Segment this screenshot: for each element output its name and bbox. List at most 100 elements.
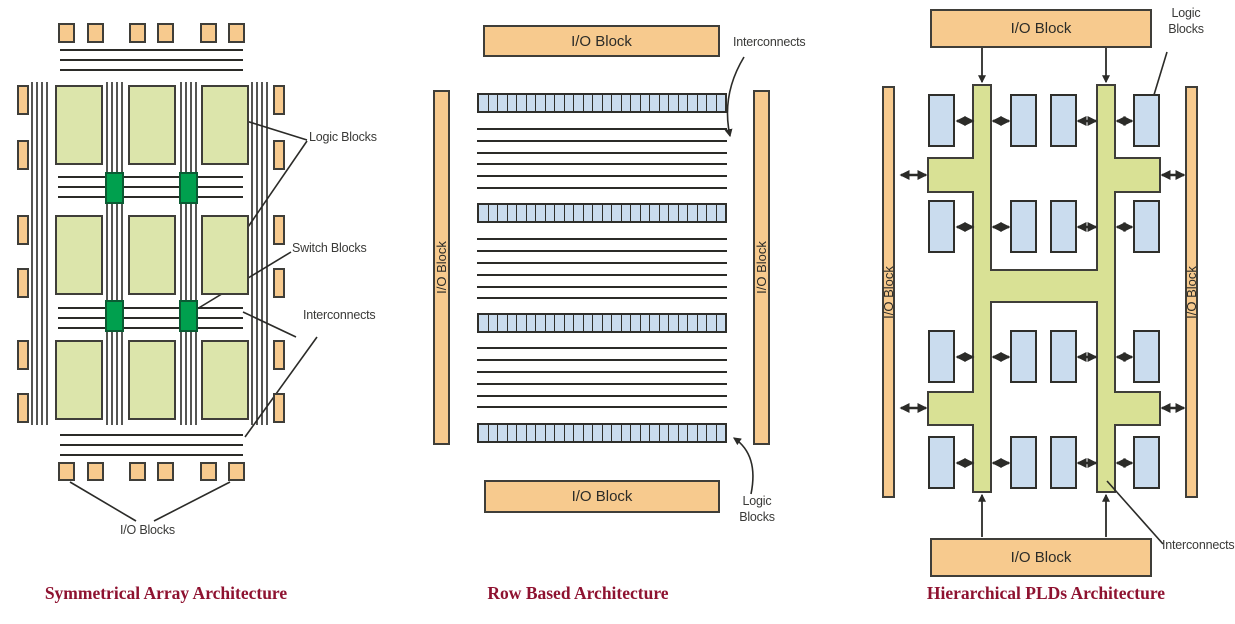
mid-logic-cell	[554, 425, 564, 441]
mid-io-block-left: I/O Block	[433, 90, 450, 445]
mid-logic-cell	[687, 315, 697, 331]
right-logic-block-r2c3	[1050, 200, 1077, 253]
mid-logic-cell	[506, 425, 517, 441]
mid-logic-cell	[658, 315, 669, 331]
right-io-block-bottom-label: I/O Block	[1010, 549, 1072, 566]
mid-logic-cell	[535, 315, 545, 331]
mid-logic-cell	[516, 95, 526, 111]
mid-logic-cell	[639, 205, 650, 221]
left-side-io-right-6	[273, 393, 285, 423]
left-io-square-bottom-6	[228, 462, 245, 481]
left-side-io-right-5	[273, 340, 285, 370]
mid-logic-cell	[715, 205, 726, 221]
left-side-io-right-3	[273, 215, 285, 245]
mid-logic-cell	[544, 425, 555, 441]
mid-logic-cell	[516, 205, 526, 221]
right-logic-block-r4c3	[1050, 436, 1077, 489]
left-logic-block-r2c3	[201, 215, 249, 295]
left-io-square-bottom-1	[58, 462, 75, 481]
mid-logic-cell	[479, 205, 488, 221]
mid-logic-cell	[506, 315, 517, 331]
mid-logic-cell	[620, 205, 631, 221]
mid-logic-cell	[620, 95, 631, 111]
mid-logic-cell	[535, 205, 545, 221]
right-logic-block-r1c1	[928, 94, 955, 147]
left-switch-blocks-label: Switch Blocks	[292, 241, 367, 255]
right-io-block-bottom: I/O Block	[930, 538, 1152, 577]
right-logic-block-r3c4	[1133, 330, 1160, 383]
mid-logic-cell	[516, 425, 526, 441]
right-logic-block-r2c1	[928, 200, 955, 253]
mid-logic-cell	[620, 425, 631, 441]
mid-logic-cell	[592, 315, 602, 331]
mid-logic-cell	[487, 425, 498, 441]
mid-interconnects-label: Interconnects	[733, 35, 806, 49]
left-switch-block-r1c1	[105, 172, 124, 204]
mid-logic-cell	[497, 315, 507, 331]
mid-interconnects-arrow	[724, 56, 745, 138]
mid-logic-cell	[487, 315, 498, 331]
mid-logic-cell	[554, 315, 564, 331]
mid-logic-cell	[668, 205, 678, 221]
mid-logic-cell	[696, 315, 707, 331]
mid-logic-cell	[516, 315, 526, 331]
right-io-block-left: I/O Block	[881, 86, 896, 498]
mid-logic-cell	[706, 315, 716, 331]
mid-logic-cell	[506, 95, 517, 111]
mid-logic-cell	[658, 95, 669, 111]
right-logic-blocks-label: Logic Blocks	[1160, 6, 1212, 37]
mid-logic-cell	[649, 425, 659, 441]
right-logic-block-r1c4	[1133, 94, 1160, 147]
left-io-square-top-5	[200, 23, 217, 43]
left-logic-block-r1c1	[55, 85, 103, 165]
right-logic-block-r1c3	[1050, 94, 1077, 147]
mid-logic-cell	[677, 315, 688, 331]
right-logic-block-r4c1	[928, 436, 955, 489]
mid-logic-cell	[487, 205, 498, 221]
mid-logic-cell	[601, 95, 612, 111]
io-blocks-pointer-1	[69, 481, 137, 522]
left-logic-block-r1c2	[128, 85, 176, 165]
mid-logic-cell	[535, 425, 545, 441]
right-io-block-right: I/O Block	[1184, 86, 1199, 498]
mid-logic-cell	[573, 425, 583, 441]
right-logic-block-r3c1	[928, 330, 955, 383]
right-logic-blocks-label-line1: Logic	[1171, 6, 1201, 20]
mid-logic-blocks-arrow	[733, 437, 754, 495]
mid-logic-cell	[497, 425, 507, 441]
mid-io-block-right-label: I/O Block	[754, 241, 769, 294]
mid-logic-cell	[706, 95, 716, 111]
right-io-block-right-label: I/O Block	[1184, 265, 1199, 319]
mid-logic-cell	[696, 425, 707, 441]
mid-logic-cell	[639, 425, 650, 441]
mid-logic-cell	[554, 205, 564, 221]
mid-logic-cell	[687, 425, 697, 441]
mid-logic-cell	[544, 95, 555, 111]
left-side-io-left-2	[17, 140, 29, 170]
mid-logic-cell	[677, 205, 688, 221]
mid-io-block-left-label: I/O Block	[434, 241, 449, 294]
mid-logic-cell	[592, 95, 602, 111]
mid-logic-cell	[563, 205, 574, 221]
mid-logic-cell	[715, 425, 726, 441]
mid-logic-cell	[525, 95, 536, 111]
left-io-square-bottom-3	[129, 462, 146, 481]
mid-logic-cell	[611, 205, 621, 221]
mid-logic-cell	[554, 95, 564, 111]
right-interconnects-label: Interconnects	[1162, 538, 1235, 552]
mid-logic-blocks-label: Logic Blocks	[731, 494, 783, 525]
mid-logic-cell	[639, 95, 650, 111]
mid-logic-cell	[630, 205, 640, 221]
mid-logic-cell	[715, 315, 726, 331]
left-switch-block-r2c1	[105, 300, 124, 332]
left-side-io-right-4	[273, 268, 285, 298]
mid-logic-cell	[601, 315, 612, 331]
mid-logic-cell	[630, 425, 640, 441]
mid-logic-cell	[525, 205, 536, 221]
left-io-square-top-3	[129, 23, 146, 43]
mid-logic-cell	[563, 95, 574, 111]
mid-logic-cell	[630, 95, 640, 111]
mid-logic-cell	[573, 205, 583, 221]
right-io-block-top: I/O Block	[930, 9, 1152, 48]
